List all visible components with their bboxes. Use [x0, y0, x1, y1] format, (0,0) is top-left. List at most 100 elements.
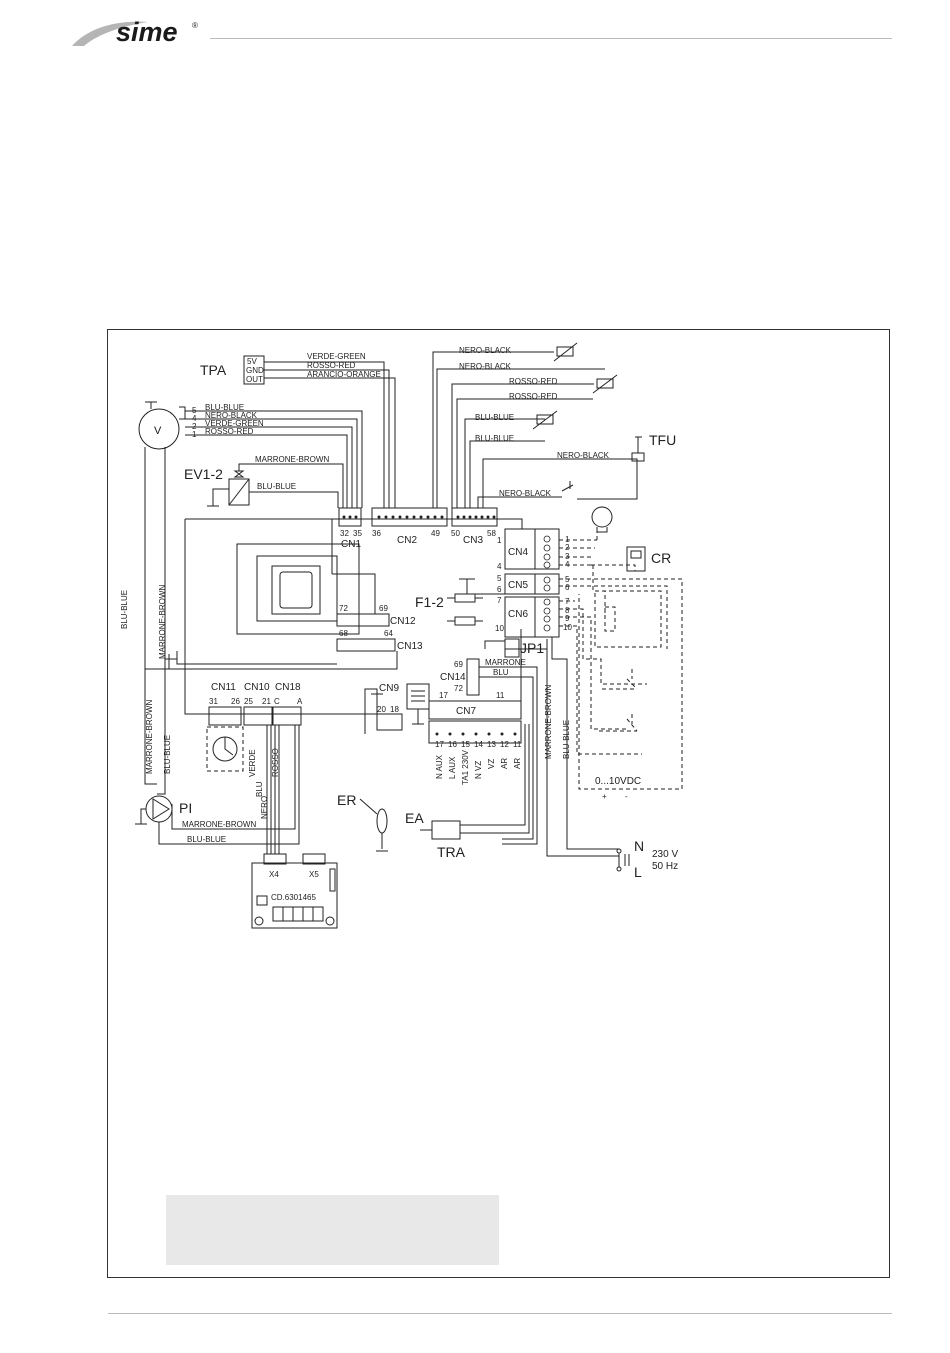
label-l: L	[634, 864, 642, 880]
term5-5: 5	[565, 575, 570, 584]
wire-blu: BLU	[255, 781, 264, 797]
label-tpa: TPA	[200, 362, 227, 378]
v-pin-2: 2	[192, 422, 197, 431]
wire-blu-blue-right: BLU-BLUE	[562, 720, 571, 759]
cn14-label: CN14	[440, 672, 466, 683]
label-ev: EV1-2	[184, 466, 223, 482]
cn13-label: CN13	[397, 641, 423, 652]
wire-nero: NERO	[260, 796, 269, 819]
supply-frequency: 50 Hz	[652, 861, 678, 872]
footer-rule	[108, 1313, 892, 1314]
wire-marrone-brown-ev: MARRONE-BROWN	[255, 455, 329, 464]
pin-64: 64	[384, 629, 393, 638]
logo-swoosh-icon	[72, 21, 148, 46]
pin-72: 72	[339, 604, 348, 613]
cn7-pin-16: 16	[448, 740, 457, 749]
term6-7: 7	[565, 597, 570, 606]
wire-blu-blue-pi: BLU-BLUE	[187, 835, 226, 844]
pin-32: 32	[340, 529, 349, 538]
wire-rosso-red-v: ROSSO-RED	[205, 427, 254, 436]
wiring-diagram: TPA TFU EV1-2 CR F1-2 JP1 PI ER EA TRA N…	[120, 342, 683, 929]
wire-marrone-brown-left: MARRONE-BROWN	[145, 700, 154, 774]
wire-nero-black-v: NERO-BLACK	[205, 411, 258, 420]
wire-blu-blue-vertical: BLU-BLUE	[120, 590, 129, 629]
term6-10: 10	[563, 623, 572, 632]
wire-blu-blue-left: BLU-BLUE	[163, 735, 172, 774]
supply-voltage: 230 V	[652, 849, 678, 860]
cn7-func-ar-1: AR	[500, 758, 509, 769]
pin-58: 58	[487, 529, 496, 538]
pin-35: 35	[353, 529, 362, 538]
logo-registered-mark: ®	[192, 21, 198, 30]
wire-marrone-brown-vertical: MARRONE-BROWN	[158, 585, 167, 659]
pin-7: 7	[497, 596, 502, 605]
header-rule	[210, 38, 892, 39]
wire-rosso-red-1: ROSSO-RED	[307, 361, 356, 370]
wire-nero-black-4: NERO-BLACK	[499, 489, 552, 498]
wire-rosso: ROSSO	[271, 748, 280, 777]
tpa-pin-out: OUT	[246, 375, 263, 384]
wire-blu-blue-1: BLU-BLUE	[475, 413, 514, 422]
cn7-pin-14: 14	[474, 740, 483, 749]
diagram-frame	[107, 329, 890, 1278]
cn7-label: CN7	[456, 706, 476, 717]
cn7-func-n-aux: N AUX	[435, 754, 444, 779]
label-n: N	[634, 838, 644, 854]
cn7-func-vz: VZ	[487, 759, 496, 769]
pin-68: 68	[339, 629, 348, 638]
term4-1: 1	[565, 535, 570, 544]
label-cr: CR	[651, 550, 671, 566]
wire-marrone-brown-right: MARRONE-BROWN	[544, 685, 553, 759]
wire-blu-cn14: BLU	[493, 668, 509, 677]
label-jp1: JP1	[520, 640, 544, 656]
label-f: F1-2	[415, 594, 444, 610]
pin-69b: 69	[454, 660, 463, 669]
cn7-pin-17: 17	[435, 740, 444, 749]
pin-20: 20	[377, 705, 386, 714]
vdc-label: 0...10VDC	[595, 776, 641, 787]
term4-3: 3	[565, 552, 570, 561]
label-minus: -	[625, 792, 628, 801]
wire-verde-green: VERDE-GREEN	[307, 352, 366, 361]
label-v: V	[154, 425, 162, 437]
board-code: CD.6301465	[271, 893, 316, 902]
pin-5: 5	[497, 574, 502, 583]
cn4-label: CN4	[508, 547, 528, 558]
pin-1: 1	[497, 536, 502, 545]
cn2-label: CN2	[397, 535, 417, 546]
term4-2: 2	[565, 543, 570, 552]
cn7-func-ar-2: AR	[513, 758, 522, 769]
pin-a: A	[297, 697, 303, 706]
wire-nero-black-3: NERO-BLACK	[557, 451, 610, 460]
pin-31: 31	[209, 697, 218, 706]
cn6-label: CN6	[508, 609, 528, 620]
pin-49: 49	[431, 529, 440, 538]
cn7-func-n-vz: N VZ	[474, 761, 483, 779]
v-pin-1: 1	[192, 430, 197, 439]
pin-17: 17	[439, 691, 448, 700]
pin-11: 11	[496, 691, 505, 700]
wire-nero-black-2: NERO-BLACK	[459, 362, 512, 371]
wire-marrone-cn14: MARRONE	[485, 658, 526, 667]
pin-50: 50	[451, 529, 460, 538]
pin-18: 18	[390, 705, 399, 714]
sime-logo: sime ®	[72, 17, 198, 47]
label-tra: TRA	[437, 844, 466, 860]
wire-marrone-brown-pi: MARRONE-BROWN	[182, 820, 256, 829]
cn7-pin-15: 15	[461, 740, 470, 749]
label-tfu: TFU	[649, 432, 676, 448]
label-x5: X5	[309, 870, 319, 879]
term6-9: 9	[565, 614, 570, 623]
cn7-func-ta1: TA1 230V	[461, 749, 470, 785]
pin-25: 25	[244, 697, 253, 706]
pin-72b: 72	[454, 684, 463, 693]
pin-10: 10	[495, 624, 504, 633]
pin-36: 36	[372, 529, 381, 538]
label-plus: +	[602, 792, 607, 801]
wire-verde-green-v: VERDE-GREEN	[205, 419, 264, 428]
cn1-label: CN1	[341, 539, 361, 550]
cn10-label: CN10	[244, 682, 270, 693]
pin-69: 69	[379, 604, 388, 613]
cn5-label: CN5	[508, 580, 528, 591]
cn9-label: CN9	[379, 683, 399, 694]
